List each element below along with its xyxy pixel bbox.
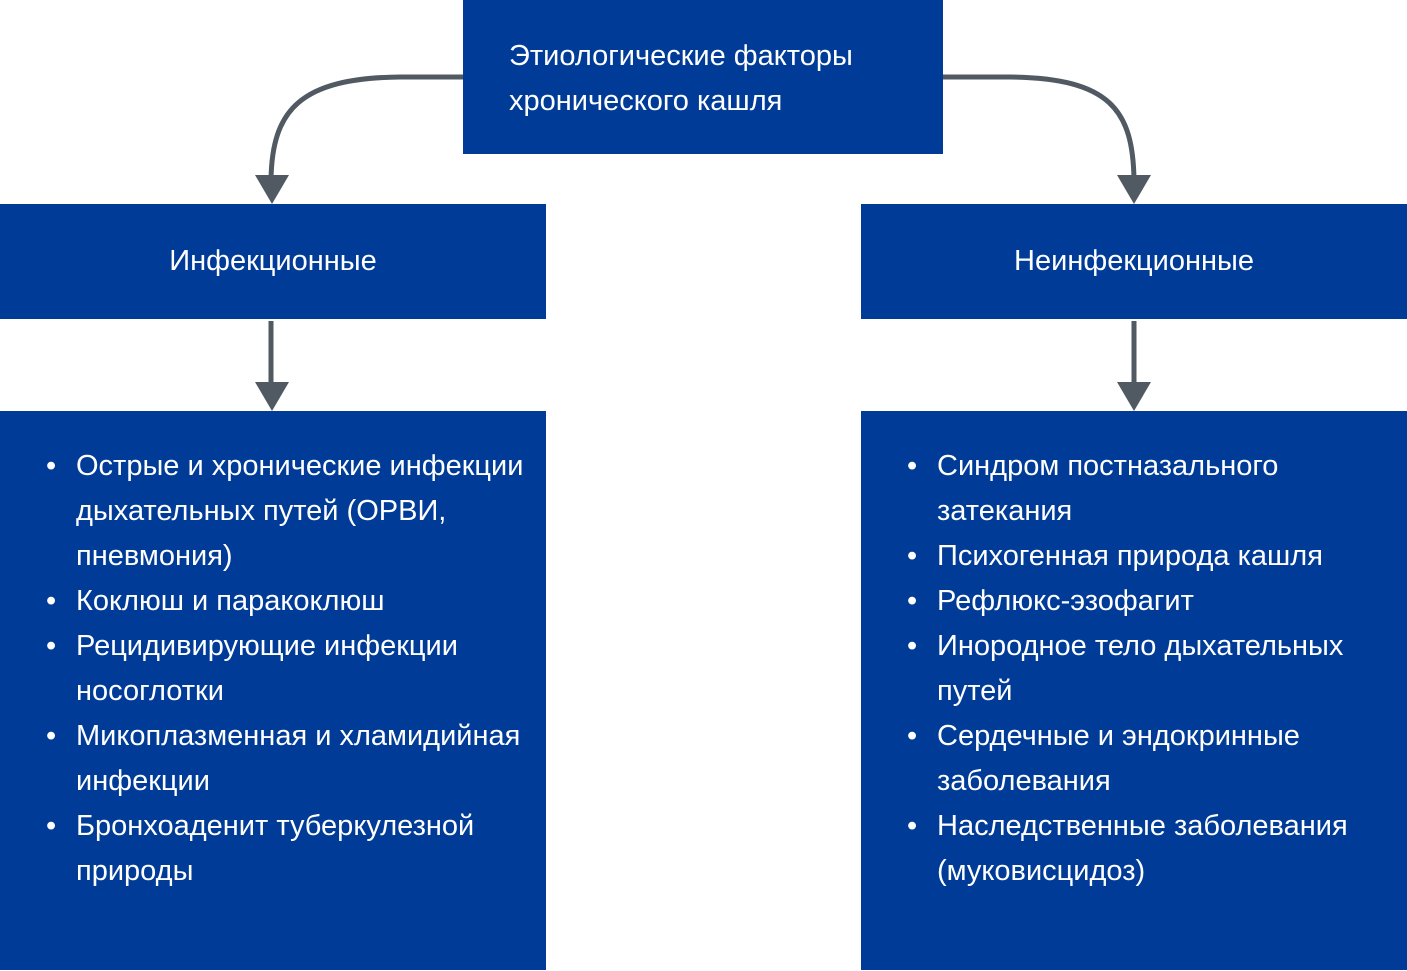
arrowhead-icon <box>255 175 289 204</box>
item-text: Синдром постназального затекания <box>937 450 1279 527</box>
bullet-icon: • <box>907 540 918 572</box>
bullet-icon: • <box>907 450 918 482</box>
bullet-icon: • <box>907 630 918 662</box>
list-item: • Наследственные заболевания (муковисцидо… <box>861 804 1407 894</box>
list-item: • Микоплазменная и хламидийная инфекции <box>0 714 546 804</box>
noninfectious-node: Неинфекционные <box>861 204 1407 319</box>
item-text: Острые и хронические инфекции дыхательны… <box>76 450 524 572</box>
item-text: Рецидивирующие инфекции носоглотки <box>76 630 458 707</box>
item-text: Коклюш и паракоклюш <box>76 585 385 617</box>
item-text: Наследственные заболевания (муковисцидоз… <box>937 810 1348 887</box>
bullet-icon: • <box>907 810 918 842</box>
root-title-line1: Этиологические факторы <box>509 40 853 72</box>
root-title-line2: хронического кашля <box>509 85 783 117</box>
item-text: Микоплазменная и хламидийная инфекции <box>76 720 521 797</box>
list-item: • Сердечные и эндокринные заболевания <box>861 714 1407 804</box>
noninfectious-list: • Синдром постназального затекания • Психо… <box>861 444 1407 894</box>
noninfectious-list-node: • Синдром постназального затекания • Психо… <box>861 411 1407 970</box>
infectious-title: Инфекционные <box>169 245 377 277</box>
list-item: • Коклюш и паракоклюш <box>0 579 546 624</box>
arrowhead-icon <box>1117 382 1151 411</box>
bullet-icon: • <box>46 810 57 842</box>
list-item: • Бронхоаденит туберкулезной природы <box>0 804 546 894</box>
item-text: Рефлюкс-эзофагит <box>937 585 1194 617</box>
arrowhead-icon <box>255 382 289 411</box>
item-text: Сердечные и эндокринные заболевания <box>937 720 1300 797</box>
list-item: • Синдром постназального затекания <box>861 444 1407 534</box>
bullet-icon: • <box>46 585 57 617</box>
item-text: Психогенная природа кашля <box>937 540 1323 572</box>
bullet-icon: • <box>907 720 918 752</box>
list-item: • Острые и хронические инфекции дыхательн… <box>0 444 546 579</box>
noninfectious-title: Неинфекционные <box>1014 245 1254 277</box>
list-item: • Психогенная природа кашля <box>861 534 1407 579</box>
infectious-list: • Острые и хронические инфекции дыхательн… <box>0 444 546 894</box>
list-item: • Инородное тело дыхательных путей <box>861 624 1407 714</box>
list-item: • Рефлюкс-эзофагит <box>861 579 1407 624</box>
infectious-node: Инфекционные <box>0 204 546 319</box>
item-text: Инородное тело дыхательных путей <box>937 630 1344 707</box>
item-text: Бронхоаденит туберкулезной природы <box>76 810 475 887</box>
arrow-root-to-noninfectious <box>941 74 1137 181</box>
arrow-root-to-infectious <box>268 74 466 181</box>
infectious-list-node: • Острые и хронические инфекции дыхательн… <box>0 411 546 970</box>
arrowhead-icon <box>1117 175 1151 204</box>
bullet-icon: • <box>46 720 57 752</box>
bullet-icon: • <box>907 585 918 617</box>
bullet-icon: • <box>46 450 57 482</box>
bullet-icon: • <box>46 630 57 662</box>
root-node: Этиологические факторы хронического кашл… <box>463 0 943 154</box>
list-item: • Рецидивирующие инфекции носоглотки <box>0 624 546 714</box>
